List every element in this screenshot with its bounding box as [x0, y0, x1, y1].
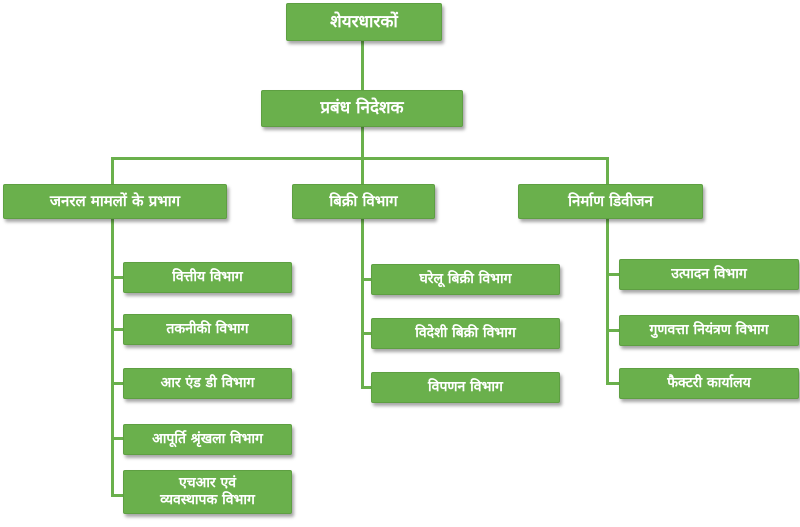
connector-div1-child1: [111, 276, 124, 279]
node-factory-office: फैक्टरी कार्यालय: [619, 368, 799, 399]
connector-bus-div3: [606, 157, 609, 185]
node-manufacturing-division: निर्माण डिवीजन: [518, 184, 703, 219]
connector-div2-child3: [361, 386, 372, 389]
node-shareholders: शेयरधारकों: [286, 3, 442, 41]
connector-div2-spine: [361, 218, 364, 389]
connector-ceo-bus: [361, 126, 364, 160]
connector-div1-child4: [111, 437, 124, 440]
node-production-dept: उत्पादन विभाग: [619, 259, 799, 290]
connector-div3-child3: [606, 382, 620, 385]
connector-root-ceo: [361, 40, 364, 92]
connector-div3-child2: [606, 329, 620, 332]
node-domestic-sales-dept: घरेलू बिक्री विभाग: [371, 264, 560, 295]
node-general-affairs-division: जनरल मामलों के प्रभाग: [3, 184, 227, 219]
connector-bus-div2: [361, 157, 364, 185]
connector-div1-child5: [111, 494, 124, 497]
node-foreign-sales-dept: विदेशी बिक्री विभाग: [371, 318, 560, 349]
node-marketing-dept: विपणन विभाग: [371, 372, 560, 403]
connector-div3-child1: [606, 273, 620, 276]
node-technical-dept: तकनीकी विभाग: [123, 314, 292, 345]
node-hr-admin-dept: एचआर एवं व्यवस्थापक विभाग: [123, 470, 292, 514]
node-supply-chain-dept: आपूर्ति श्रृंखला विभाग: [123, 424, 292, 455]
connector-div3-spine: [606, 218, 609, 385]
node-sales-division: बिक्री विभाग: [292, 184, 435, 219]
connector-div1-child3: [111, 382, 124, 385]
connector-bus: [111, 157, 609, 160]
connector-div1-spine: [111, 218, 114, 497]
connector-div2-child2: [361, 332, 372, 335]
connector-div2-child1: [361, 278, 372, 281]
connector-bus-div1: [111, 157, 114, 185]
node-managing-director: प्रबंध निदेशक: [261, 90, 463, 127]
node-quality-control-dept: गुणवत्ता नियंत्रण विभाग: [619, 315, 799, 346]
node-rnd-dept: आर एंड डी विभाग: [123, 368, 292, 399]
node-finance-dept: वित्तीय विभाग: [123, 262, 292, 293]
connector-div1-child2: [111, 328, 124, 331]
